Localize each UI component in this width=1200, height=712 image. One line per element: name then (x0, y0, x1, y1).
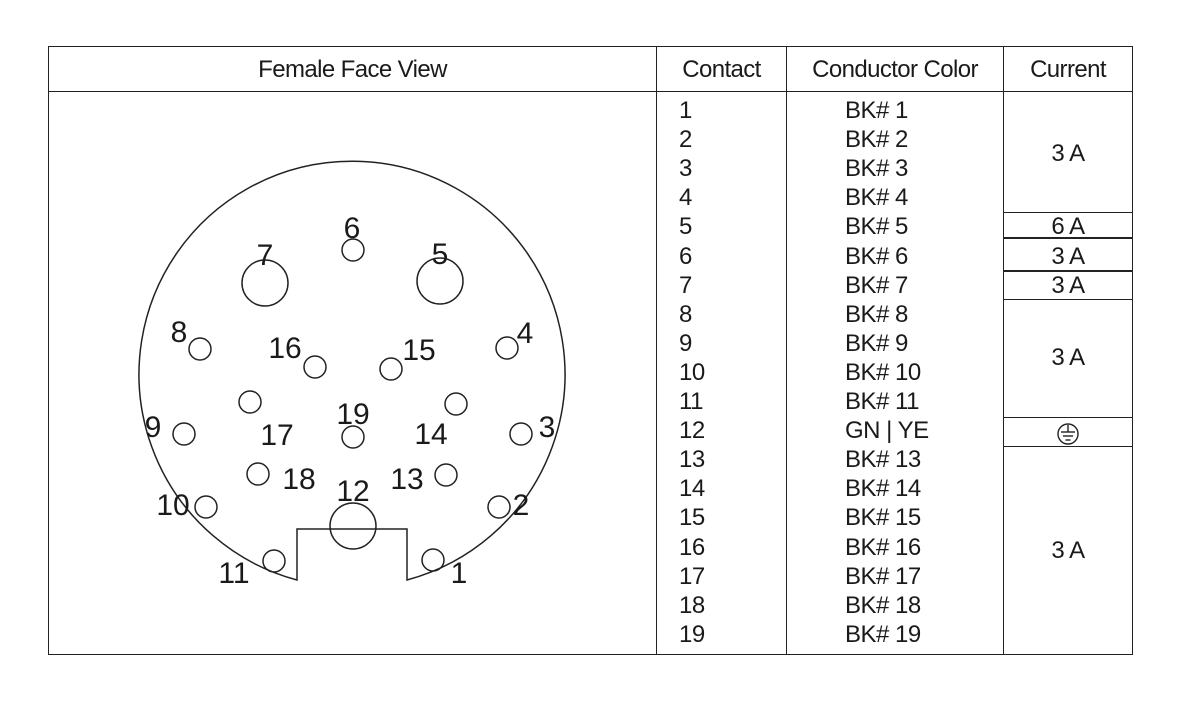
column-divider (656, 47, 657, 654)
contact-number: 11 (679, 388, 703, 415)
header-divider (49, 91, 1132, 92)
conductor-color: BK# 7 (845, 271, 908, 299)
contact-number: 12 (679, 417, 705, 445)
pin-17-label: 17 (260, 419, 293, 452)
pin-1-label: 1 (451, 557, 468, 590)
pin-5-socket (416, 257, 464, 305)
contact-number: 4 (679, 184, 692, 212)
pin-16-socket (303, 355, 327, 379)
conductor-color: BK# 10 (845, 358, 921, 386)
connector-outline (138, 160, 566, 581)
current-rating: 3 A (1051, 344, 1085, 371)
contact-number: 1 (679, 97, 692, 124)
pin-3-socket (509, 422, 533, 446)
contact-number: 10 (679, 358, 705, 386)
conductor-color: BK# 14 (845, 475, 921, 503)
ground-icon (1004, 419, 1132, 447)
pin-19-socket (341, 425, 365, 449)
conductor-color: BK# 15 (845, 504, 921, 532)
conductor-color: GN | YE (845, 417, 929, 445)
conductor-color: BK# 8 (845, 300, 908, 328)
pin-12-socket (329, 502, 377, 550)
pin-16-label: 16 (268, 332, 301, 365)
pin-2-label: 2 (513, 489, 530, 522)
contact-number: 13 (679, 446, 705, 474)
conductor-color: BK# 1 (845, 97, 908, 124)
pin-4-socket (495, 336, 519, 360)
pin-7-label: 7 (257, 239, 274, 272)
pin-17-socket (238, 390, 262, 414)
pin-15-socket (379, 357, 403, 381)
pin-13-socket (434, 463, 458, 487)
current-rating: 3 A (1051, 272, 1085, 299)
pin-5-label: 5 (432, 238, 449, 271)
contact-number: 8 (679, 300, 692, 328)
contact-number: 5 (679, 213, 692, 241)
current-group-box (1004, 238, 1132, 271)
current-group-box (1004, 212, 1132, 238)
pin-10-label: 10 (156, 489, 189, 522)
pin-11-label: 11 (218, 557, 249, 590)
contact-number: 18 (679, 591, 705, 619)
pin-11-socket (262, 549, 286, 573)
conductor-color: BK# 18 (845, 591, 921, 619)
pin-18-label: 18 (282, 463, 315, 496)
contact-number: 15 (679, 504, 705, 532)
pin-13-label: 13 (390, 463, 423, 496)
pin-12-label: 12 (336, 475, 369, 508)
pin-7-socket (241, 259, 289, 307)
pin-2-socket (487, 495, 511, 519)
conductor-color: BK# 4 (845, 184, 908, 212)
header-face-view: Female Face View (258, 56, 447, 83)
header-current: Current (1030, 56, 1106, 83)
contact-number: 16 (679, 533, 705, 561)
contact-number: 3 (679, 155, 692, 183)
current-rating: 3 A (1051, 243, 1085, 270)
conductor-color: BK# 16 (845, 533, 921, 561)
pin-19-label: 19 (336, 398, 369, 431)
conductor-color: BK# 5 (845, 213, 908, 241)
pin-9-label: 9 (145, 411, 162, 444)
connector-pinout-table: Female Face View Contact Conductor Color… (48, 46, 1133, 655)
column-divider (786, 47, 787, 654)
current-group-box (1004, 417, 1132, 447)
contact-number: 14 (679, 475, 705, 503)
conductor-color: BK# 17 (845, 562, 921, 590)
pin-14-label: 14 (414, 418, 447, 451)
contact-number: 2 (679, 126, 692, 154)
current-rating: 6 A (1051, 213, 1085, 240)
conductor-color: BK# 13 (845, 446, 921, 474)
contact-number: 7 (679, 271, 692, 299)
conductor-color: BK# 11 (845, 388, 919, 415)
pin-8-socket (188, 337, 212, 361)
pin-1-socket (421, 548, 445, 572)
conductor-color: BK# 6 (845, 242, 908, 270)
pin-18-socket (246, 462, 270, 486)
pin-8-label: 8 (171, 316, 188, 349)
current-rating: 3 A (1051, 140, 1085, 167)
conductor-color: BK# 9 (845, 329, 908, 357)
pin-14-socket (444, 392, 468, 416)
header-conductor-color: Conductor Color (812, 56, 978, 83)
current-group-box (1004, 271, 1132, 300)
pin-10-socket (194, 495, 218, 519)
conductor-color: BK# 19 (845, 620, 921, 648)
contact-number: 19 (679, 620, 705, 648)
pin-15-label: 15 (402, 334, 435, 367)
conductor-color: BK# 3 (845, 155, 908, 183)
contact-number: 17 (679, 562, 705, 590)
conductor-color: BK# 2 (845, 126, 908, 154)
contact-number: 9 (679, 329, 692, 357)
pin-6-socket (341, 238, 365, 262)
current-rating: 3 A (1051, 537, 1085, 564)
column-divider (1003, 47, 1004, 654)
pin-9-socket (172, 422, 196, 446)
header-contact: Contact (682, 56, 761, 83)
pin-3-label: 3 (539, 411, 556, 444)
contact-number: 6 (679, 242, 692, 270)
pin-4-label: 4 (517, 317, 534, 350)
pin-6-label: 6 (344, 212, 361, 245)
